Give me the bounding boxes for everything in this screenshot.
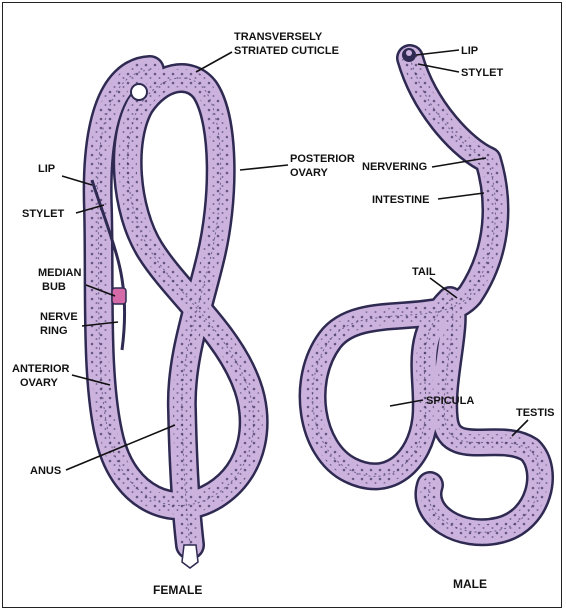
label-anterior-line1: ANTERIOR [12, 363, 70, 375]
label-tail: TAIL [412, 266, 436, 278]
label-nervering: NERVERING [362, 161, 427, 173]
median-bulb-shape [111, 287, 127, 305]
caption-female: FEMALE [153, 583, 202, 597]
male-worm [298, 44, 554, 547]
label-anterior-line2: OVARY [20, 377, 59, 389]
female-worm [82, 55, 269, 569]
label-spicula: SPICULA [426, 395, 474, 407]
label-male-lip: LIP [461, 45, 478, 57]
label-anus: ANUS [30, 465, 61, 477]
label-posterior-ovary-line1: POSTERIOR [290, 153, 355, 165]
line-anus [65, 424, 176, 471]
female-tail-tip [181, 544, 199, 569]
caption-male: MALE [453, 577, 487, 591]
line-median-bub [85, 284, 116, 297]
label-median-line1: MEDIAN [38, 267, 81, 279]
label-male-stylet: STYLET [461, 67, 503, 79]
line-cuticle [195, 51, 233, 73]
line-tail [429, 277, 458, 299]
label-nerve-line1: NERVE [40, 311, 78, 323]
label-cuticle-line1: TRANSVERSELY [234, 31, 323, 43]
label-female-lip: LIP [38, 163, 55, 175]
label-female-stylet: STYLET [22, 208, 64, 220]
line-intestine [437, 192, 485, 200]
figure-frame [2, 2, 562, 608]
line-nerve-ring [81, 321, 119, 327]
line-nervering [431, 157, 487, 168]
line-anterior-ovary [71, 374, 111, 386]
label-posterior-ovary-line2: OVARY [290, 167, 329, 179]
label-cuticle-line2: STRIATED CUTICLE [234, 45, 339, 57]
line-male-lip [415, 49, 460, 56]
label-testis: TESTIS [516, 407, 555, 419]
line-male-stylet [417, 63, 460, 73]
female-head [90, 179, 127, 351]
line-posterior-ovary [239, 164, 289, 171]
label-nerve-line2: RING [40, 325, 68, 337]
label-intestine: INTESTINE [372, 194, 429, 206]
line-spicula [389, 399, 424, 407]
leader-lines [61, 49, 529, 471]
line-female-stylet [75, 204, 105, 214]
line-female-lip [61, 175, 93, 186]
label-median-line2: BUB [42, 281, 66, 293]
female-circle-organ [130, 83, 148, 101]
line-testis [511, 419, 529, 437]
